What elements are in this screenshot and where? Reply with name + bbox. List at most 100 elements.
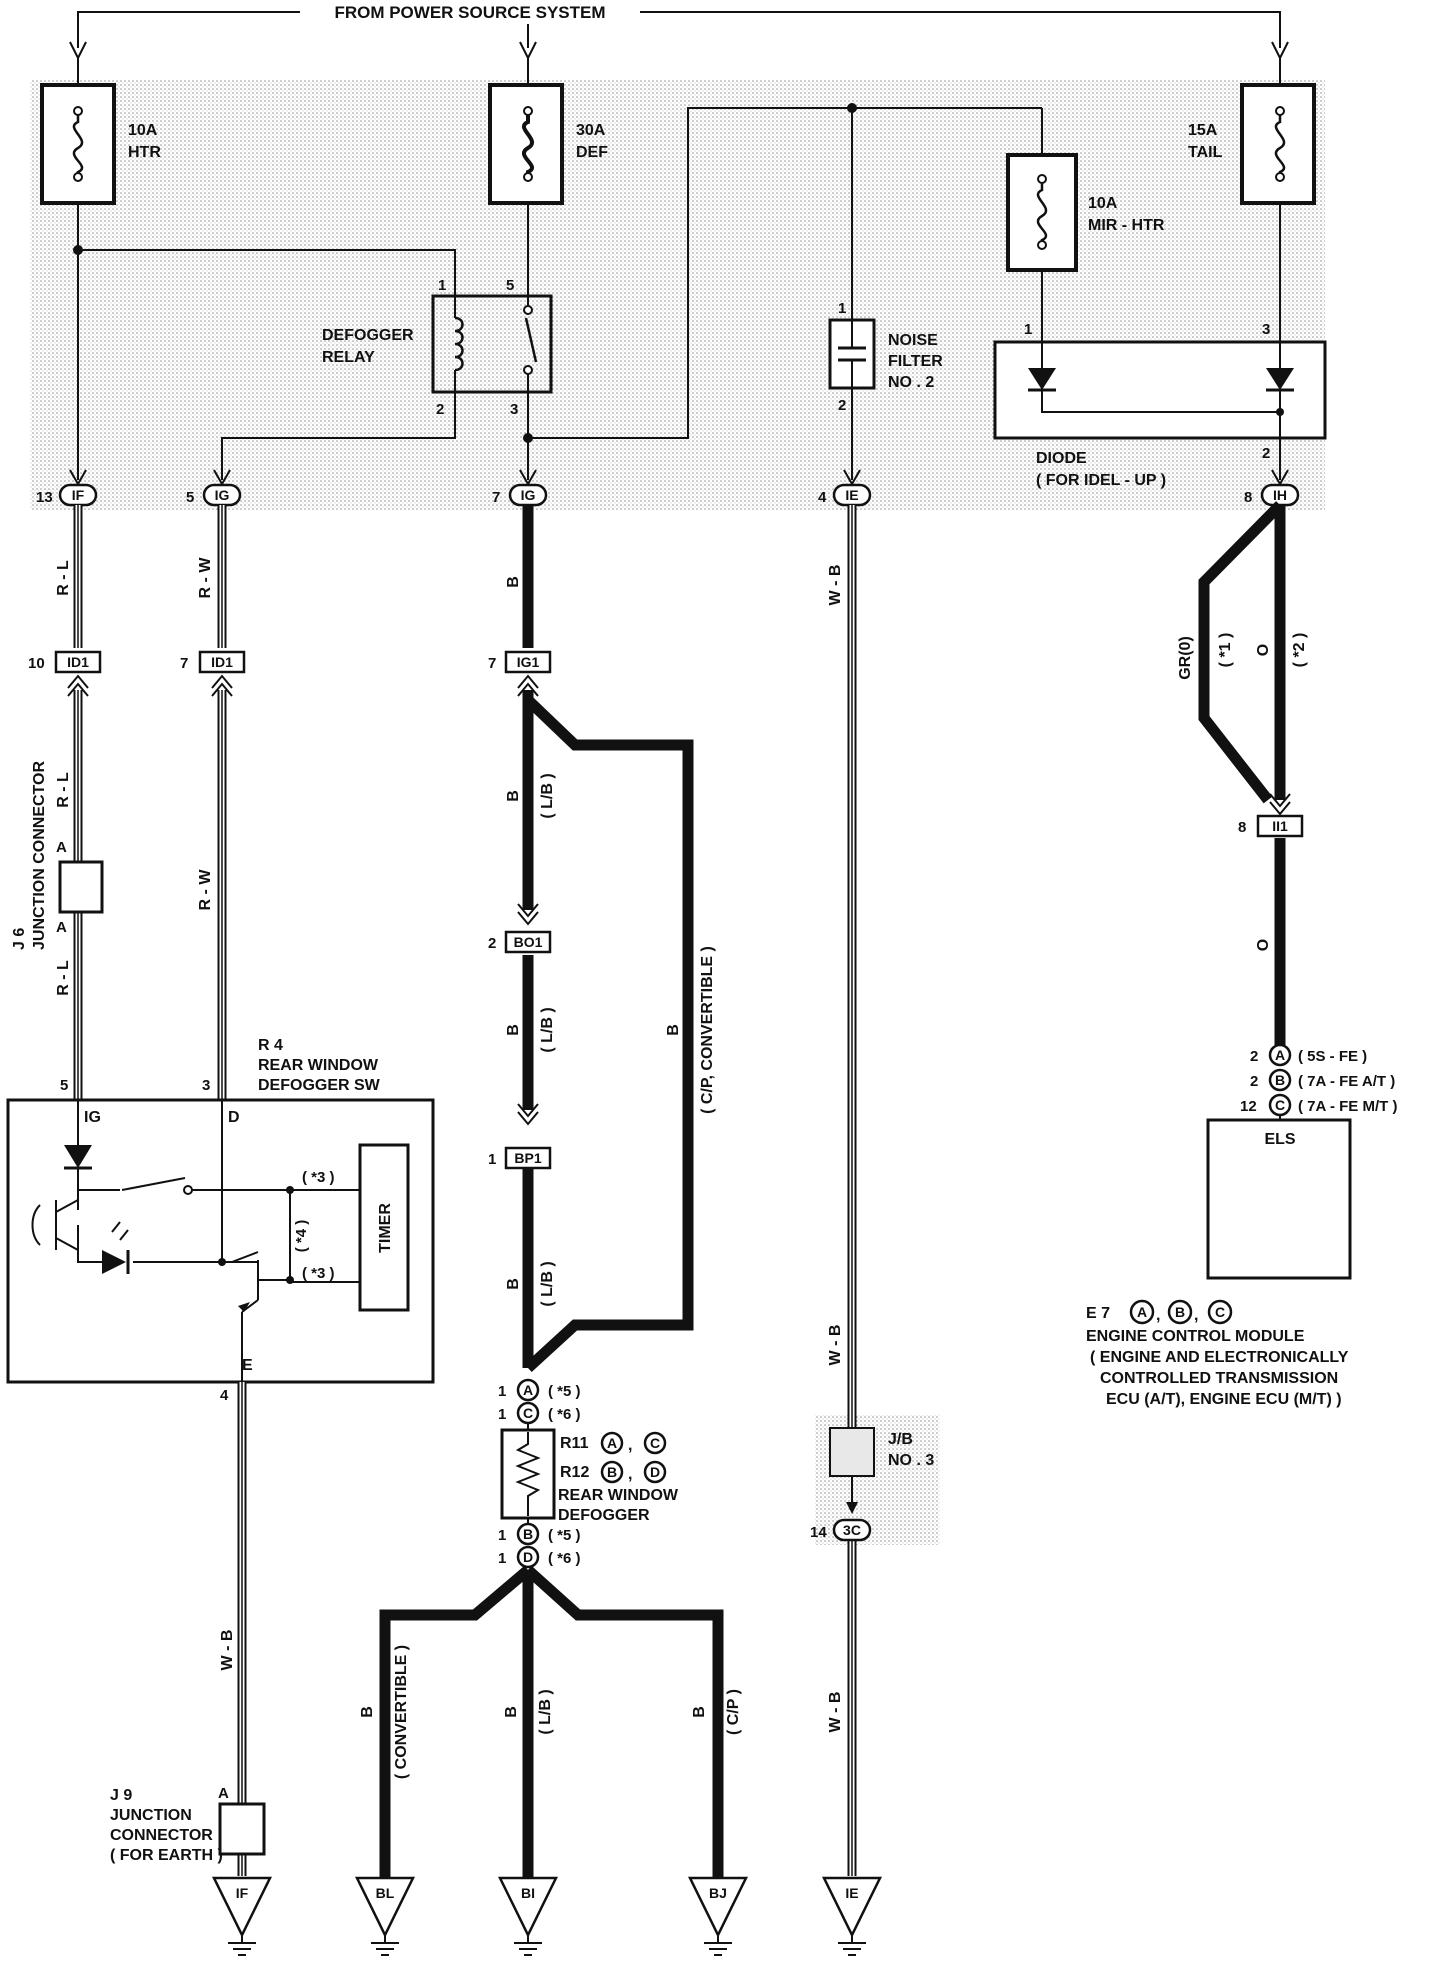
svg-text:II1: II1	[1272, 818, 1288, 834]
svg-text:5: 5	[186, 489, 194, 506]
svg-text:( FOR EARTH ): ( FOR EARTH )	[110, 1847, 223, 1864]
svg-text:10: 10	[28, 655, 45, 672]
svg-text:B: B	[665, 1024, 682, 1036]
svg-text:( 5S - FE ): ( 5S - FE )	[1298, 1048, 1367, 1065]
junction-block-no3: J/B NO . 3 3C 14	[810, 1427, 934, 1542]
svg-text:GR(0): GR(0)	[1177, 636, 1194, 680]
svg-text:3: 3	[202, 1077, 210, 1094]
svg-text:8: 8	[1238, 819, 1246, 836]
svg-text:( 7A - FE A/T ): ( 7A - FE A/T )	[1298, 1073, 1395, 1090]
svg-text:A: A	[218, 1785, 229, 1802]
connector-ii1: II1 8	[1238, 793, 1304, 838]
svg-text:3: 3	[1262, 321, 1270, 338]
rear-window-defogger: A 1 ( *5 ) C 1 ( *6 ) B 1 ( *5 ) D 1 ( *…	[498, 1378, 679, 1569]
svg-text:7: 7	[180, 655, 188, 672]
svg-text:14: 14	[810, 1524, 827, 1541]
svg-text:C: C	[1215, 1304, 1225, 1320]
svg-text:DIODE: DIODE	[1036, 450, 1087, 467]
svg-text:BP1: BP1	[514, 1150, 541, 1166]
svg-text:1: 1	[498, 1550, 506, 1567]
svg-text:R - W: R - W	[197, 557, 214, 599]
rear-window-defogger-switch: R 4 REAR WINDOW DEFOGGER SW 5 3 IG D E	[6, 1037, 435, 1404]
svg-text:B: B	[505, 1278, 522, 1290]
svg-text:( C/P, CONVERTIBLE ): ( C/P, CONVERTIBLE )	[699, 946, 716, 1114]
svg-text:IG1: IG1	[517, 654, 540, 670]
svg-text:( L/B ): ( L/B )	[539, 1007, 556, 1052]
svg-text:ELS: ELS	[1264, 1131, 1295, 1148]
svg-text:( L/B ): ( L/B )	[537, 1689, 554, 1734]
svg-text:4: 4	[818, 489, 827, 506]
svg-text:2: 2	[436, 401, 444, 418]
svg-text:BL: BL	[376, 1885, 395, 1901]
svg-text:7: 7	[492, 489, 500, 506]
svg-text:( 7A - FE M/T ): ( 7A - FE M/T )	[1298, 1098, 1397, 1115]
power-source	[69, 11, 1289, 61]
svg-text:IE: IE	[845, 487, 858, 503]
ground-if: IF	[211, 1876, 273, 1956]
svg-text:CONTROLLED TRANSMISSION: CONTROLLED TRANSMISSION	[1100, 1370, 1338, 1387]
svg-text:TAIL: TAIL	[1188, 144, 1223, 161]
junction-block-area	[30, 80, 1325, 510]
svg-text:2: 2	[838, 397, 846, 414]
svg-text:7: 7	[488, 655, 496, 672]
svg-text:( FOR IDEL - UP ): ( FOR IDEL - UP )	[1036, 472, 1166, 489]
svg-text:E: E	[242, 1357, 253, 1374]
wire-tail-ecm	[1198, 501, 1286, 1045]
wire-b-ground-branches	[379, 1565, 724, 1880]
svg-text:1: 1	[498, 1406, 506, 1423]
svg-text:W - B: W - B	[827, 1692, 844, 1733]
jb-connector-ig-7: IG 7	[492, 483, 548, 507]
svg-text:BJ: BJ	[709, 1885, 727, 1901]
svg-text:,: ,	[1194, 1307, 1198, 1324]
wire-b-ground-labels: B ( CONVERTIBLE ) B ( L/B ) B ( C/P )	[359, 1645, 742, 1779]
svg-text:MIR - HTR: MIR - HTR	[1088, 217, 1165, 234]
svg-text:D: D	[650, 1464, 660, 1480]
svg-text:( C/P ): ( C/P )	[725, 1689, 742, 1735]
svg-text:A: A	[1275, 1047, 1285, 1063]
svg-text:( *2 ): ( *2 )	[1291, 633, 1308, 668]
ground-bl: BL	[354, 1876, 416, 1956]
svg-text:B: B	[505, 576, 522, 588]
svg-text:B: B	[1275, 1072, 1285, 1088]
svg-text:3C: 3C	[843, 1522, 861, 1538]
wire-b-def-labels: B B ( L/B ) B ( L/B ) B ( L/B ) B ( C/P,…	[505, 576, 716, 1306]
jb-connector-if: IF 13	[36, 483, 98, 507]
svg-text:1: 1	[488, 1151, 496, 1168]
svg-text:B: B	[607, 1464, 617, 1480]
svg-text:R11: R11	[560, 1435, 589, 1452]
fuse-mir-htr: 10A MIR - HTR	[1006, 108, 1165, 345]
svg-text:,: ,	[628, 1466, 632, 1483]
svg-text:10A: 10A	[1088, 195, 1118, 212]
jb-connector-ie: IE 4	[818, 483, 872, 507]
svg-text:C: C	[523, 1405, 533, 1421]
svg-text:DEFOGGER: DEFOGGER	[322, 327, 414, 344]
svg-text:NO . 3: NO . 3	[888, 1452, 934, 1469]
svg-text:( *5 ): ( *5 )	[548, 1527, 581, 1544]
svg-text:5: 5	[506, 277, 514, 294]
jb-connector-ih: IH 8	[1244, 483, 1300, 507]
svg-text:( *6 ): ( *6 )	[548, 1550, 581, 1567]
svg-text:J 9: J 9	[110, 1787, 132, 1804]
svg-text:( ENGINE AND ELECTRONICALLY: ( ENGINE AND ELECTRONICALLY	[1090, 1349, 1349, 1366]
svg-text:ID1: ID1	[211, 654, 233, 670]
svg-text:DEFOGGER: DEFOGGER	[558, 1507, 650, 1524]
svg-text:2: 2	[488, 935, 496, 952]
wire-wb-noise: W - B W - B W - B	[827, 505, 857, 1876]
connector-ig1: IG1 7	[488, 650, 552, 697]
svg-text:B: B	[503, 1706, 520, 1718]
svg-text:13: 13	[36, 489, 53, 506]
svg-text:5: 5	[60, 1077, 68, 1094]
fuse-def: 30A DEF	[488, 58, 608, 295]
svg-text:IF: IF	[236, 1885, 249, 1901]
svg-text:IE: IE	[845, 1885, 858, 1901]
svg-text:,: ,	[1156, 1307, 1160, 1324]
svg-text:3: 3	[510, 401, 518, 418]
svg-text:NO . 2: NO . 2	[888, 374, 934, 391]
svg-text:JUNCTION: JUNCTION	[110, 1807, 192, 1824]
svg-text:W - B: W - B	[827, 1325, 844, 1366]
svg-text:8: 8	[1244, 489, 1252, 506]
svg-text:B: B	[523, 1526, 533, 1542]
diode-idle-up: 1 3 2 DIODE ( FOR IDEL - UP )	[993, 321, 1327, 489]
svg-text:O: O	[1255, 939, 1272, 951]
junction-connector-j6: A A J 6 JUNCTION CONNECTOR	[11, 761, 104, 950]
